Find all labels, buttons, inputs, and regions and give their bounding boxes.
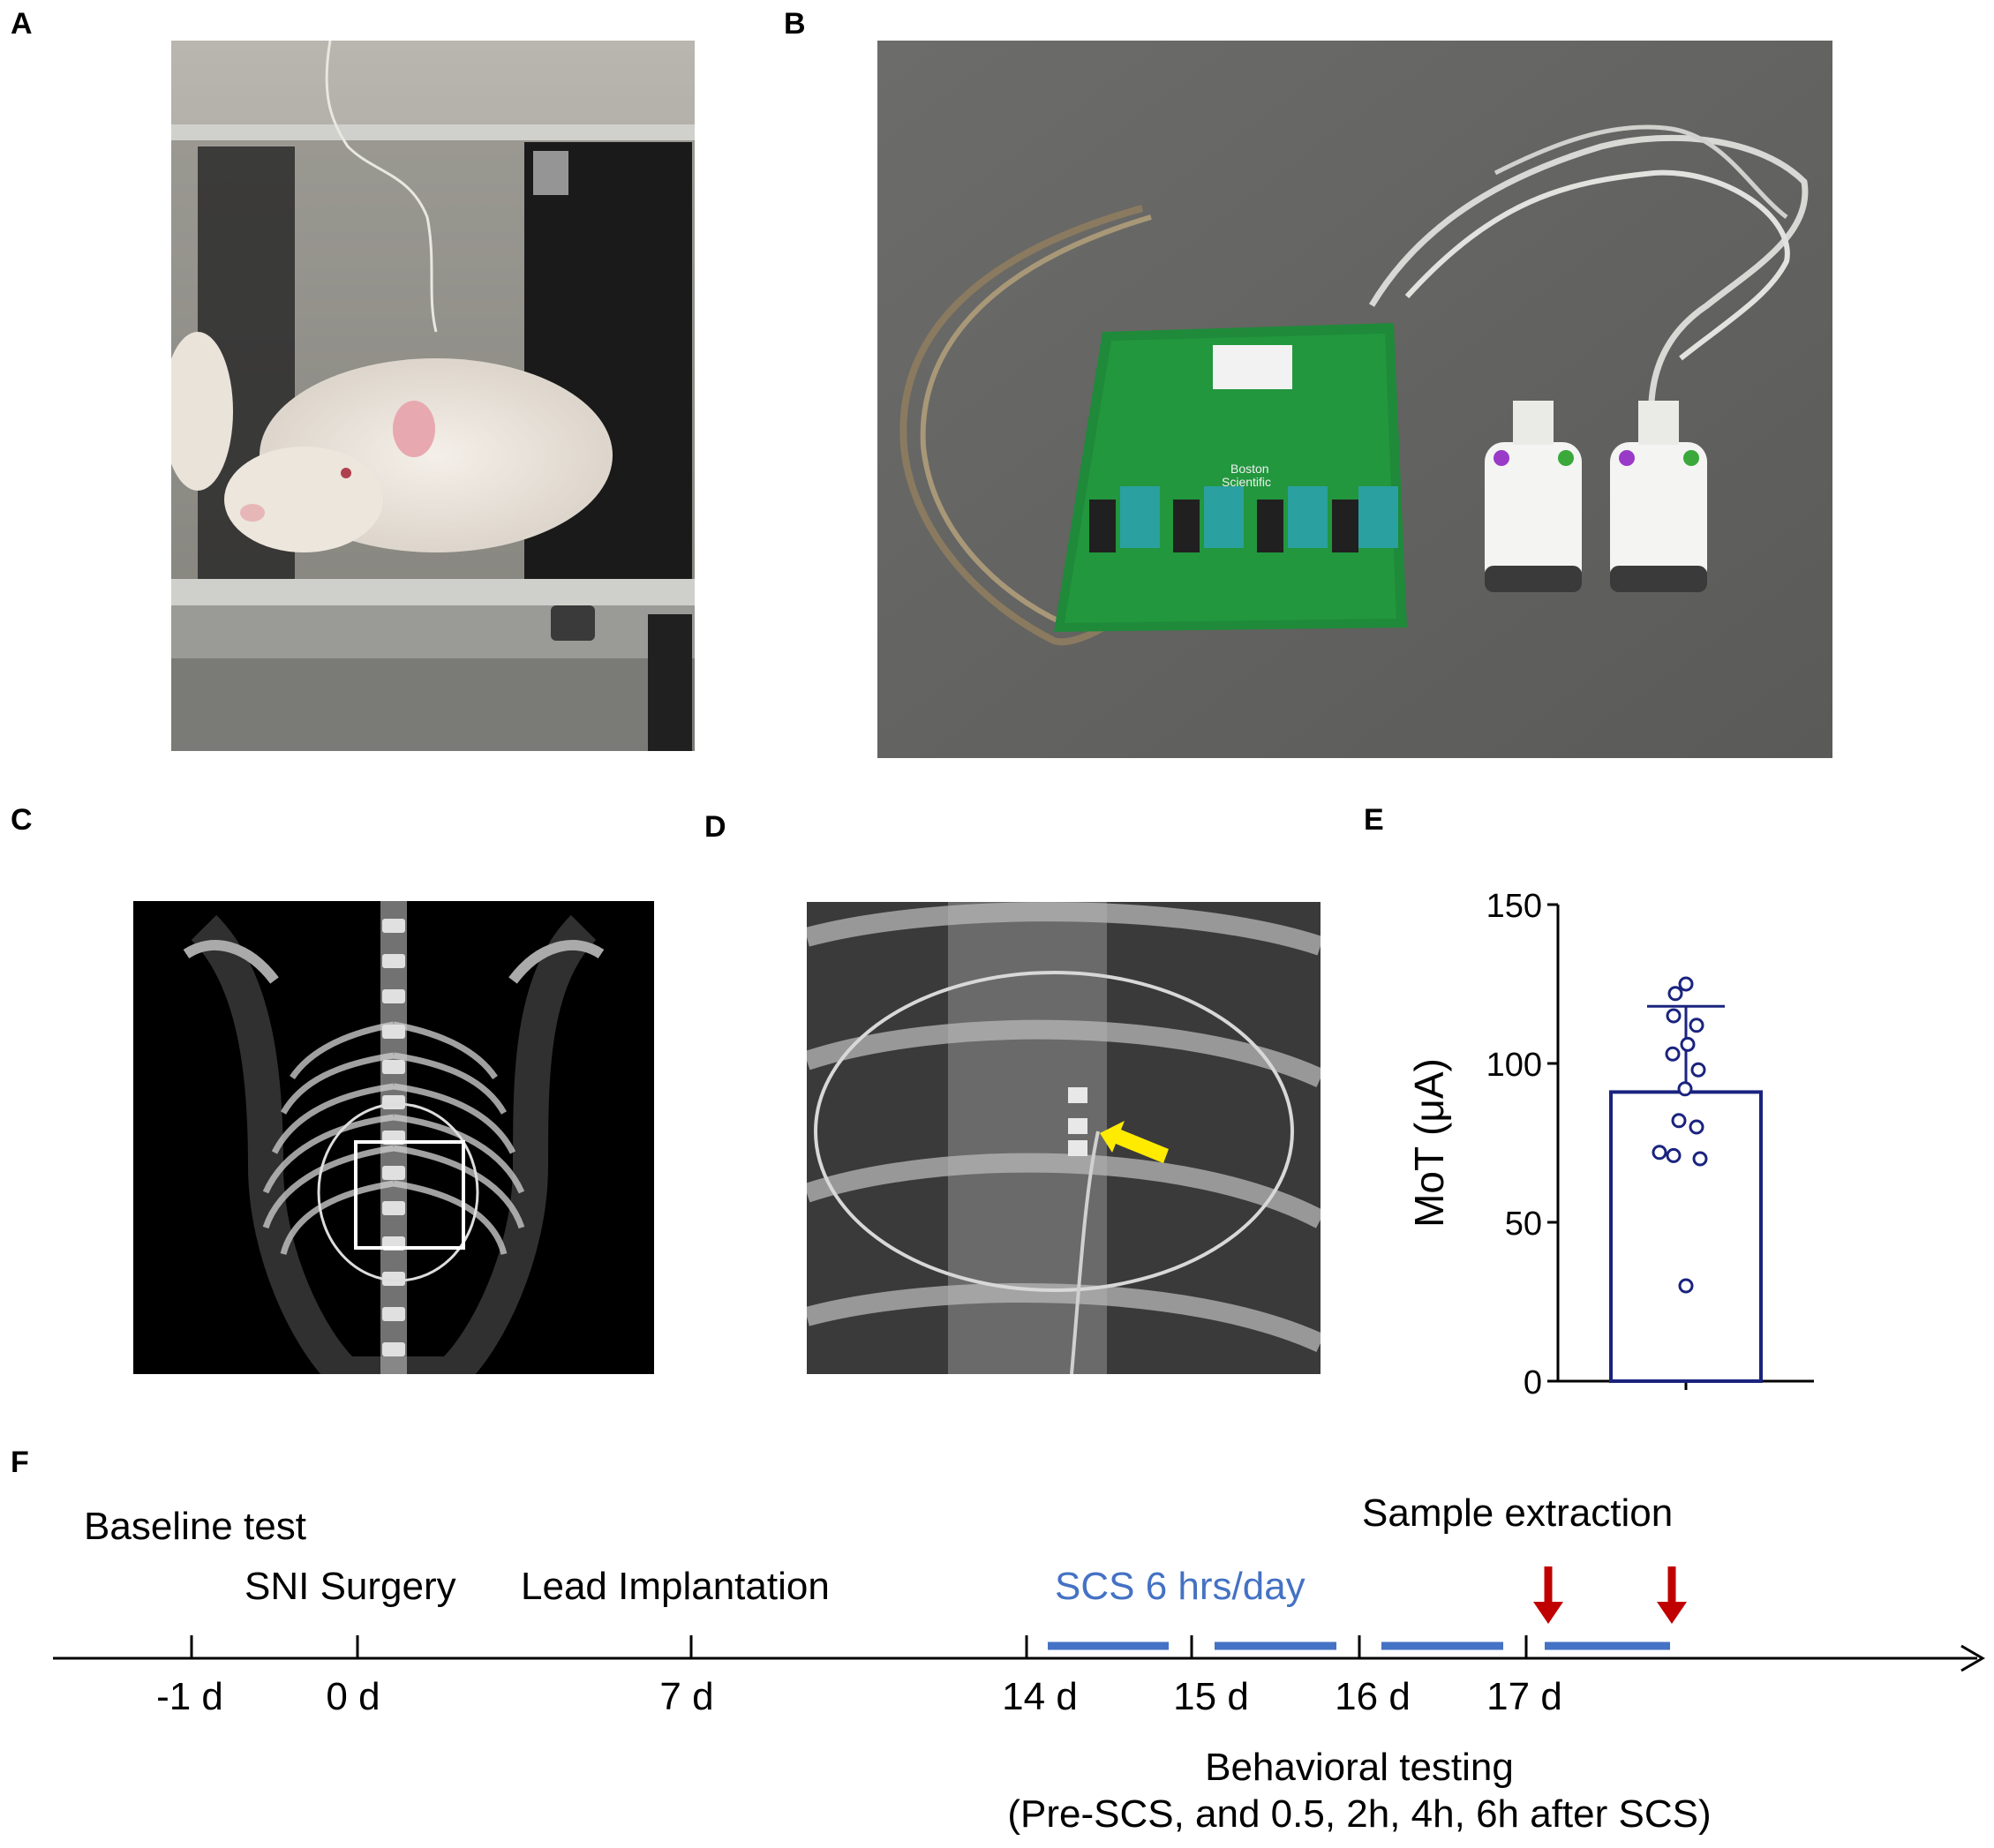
y-axis-title: MoT (μA): [1406, 1058, 1452, 1228]
panel-label-c: C: [11, 803, 33, 837]
data-point: [1689, 1119, 1704, 1135]
timeline-event-label: SCS 6 hrs/day: [1055, 1565, 1306, 1608]
data-point: [1678, 976, 1694, 992]
timeline-tick-label: 17 d: [1486, 1675, 1562, 1718]
panel-label-e: E: [1364, 803, 1384, 837]
timeline-event-label: SNI Surgery: [245, 1565, 456, 1608]
behavioral-testing-label: Behavioral testing: [1205, 1746, 1514, 1789]
data-point: [1652, 1145, 1667, 1161]
xray-full-image: [133, 901, 654, 1374]
data-point: [1666, 1147, 1682, 1163]
stimulation-hardware-photo: Boston Scientific: [877, 41, 1832, 758]
timeline-arrowhead: [1960, 1644, 1985, 1672]
y-tick-label: 100: [1486, 1047, 1542, 1084]
rat-chamber-photo: [171, 41, 695, 751]
behavioral-testing-detail: (Pre-SCS, and 0.5, 2h, 4h, 6h after SCS): [1007, 1792, 1711, 1836]
timeline-event-label: Sample extraction: [1362, 1491, 1673, 1535]
electrode-pointer-arrow: [1100, 1121, 1169, 1163]
data-point: [1689, 1018, 1704, 1033]
panel-label-f: F: [11, 1446, 29, 1479]
timeline-tick-label: -1 d: [156, 1675, 223, 1718]
timeline-event-label: Lead Implantation: [521, 1565, 830, 1608]
timeline-tick-label: 15 d: [1173, 1675, 1249, 1718]
xray-zoom-image: [807, 902, 1321, 1374]
data-point: [1692, 1151, 1708, 1167]
board-brand-line1: Boston: [1230, 462, 1269, 476]
xray-zoom-box: [354, 1140, 465, 1250]
panel-label-a: A: [11, 7, 33, 41]
timeline-event-label: Baseline test: [84, 1505, 306, 1548]
panel-label-d: D: [704, 810, 726, 844]
board-brand-line2: Scientific: [1222, 475, 1271, 489]
timeline-tick-label: 16 d: [1335, 1675, 1411, 1718]
data-point: [1678, 1278, 1694, 1294]
sample-arrow-head: [1533, 1602, 1563, 1624]
timeline-tick-label: 0 d: [326, 1675, 380, 1718]
data-point: [1666, 1008, 1682, 1024]
data-point: [1677, 1081, 1693, 1097]
y-tick-label: 150: [1486, 888, 1542, 925]
data-point: [1690, 1062, 1706, 1078]
y-tick-label: 50: [1505, 1206, 1542, 1243]
y-tick-label: 0: [1524, 1364, 1542, 1394]
sample-arrow-head: [1657, 1602, 1687, 1624]
bar-mean: [1609, 1090, 1763, 1383]
data-point: [1667, 986, 1683, 1002]
panel-label-b: B: [784, 7, 806, 41]
data-point: [1671, 1113, 1687, 1129]
data-point: [1665, 1046, 1681, 1062]
data-point: [1680, 1036, 1696, 1052]
timeline-tick-label: 14 d: [1002, 1675, 1078, 1718]
timeline-tick-label: 7 d: [659, 1675, 713, 1718]
